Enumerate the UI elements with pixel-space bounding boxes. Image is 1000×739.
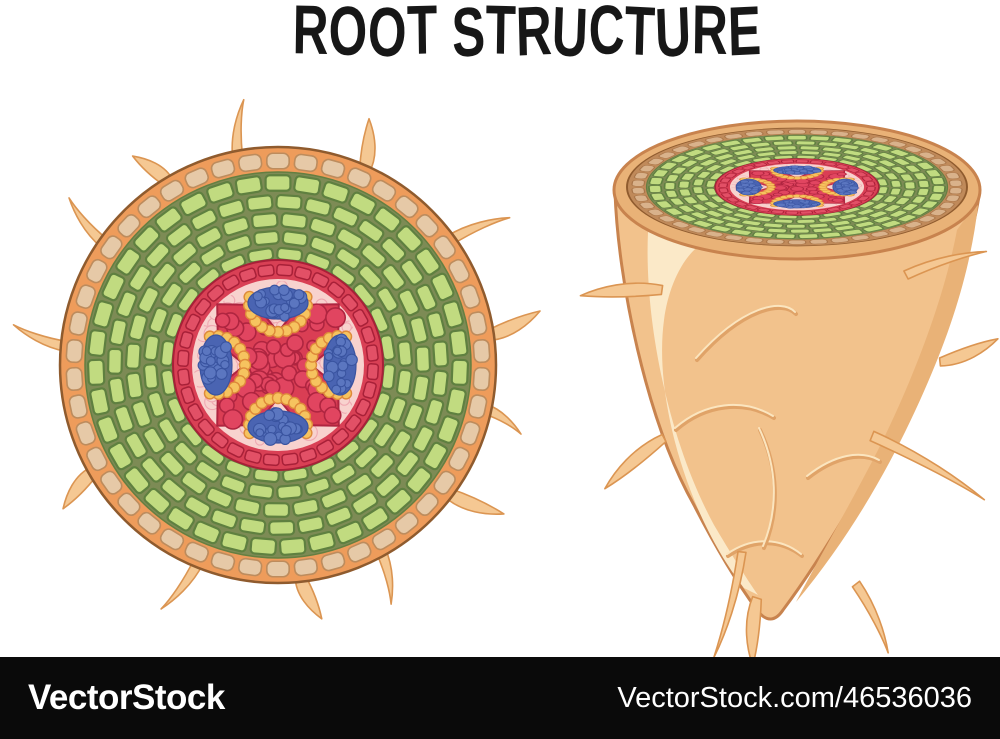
blue-cell-cluster [247,407,309,446]
blue-cell-cluster [773,165,822,175]
surface-ridge [674,405,776,432]
root-hair [12,323,69,353]
root-hair [68,197,109,249]
root-hair [486,310,541,342]
root-hair [851,580,889,654]
surface-ridge-highlight [674,404,774,429]
cross-section [58,145,498,585]
watermark-bar: VectorStock VectorStock.com/46536036 [0,657,1000,739]
page-title: ROOT STRUCTURE [292,0,763,73]
root-hair [579,282,664,298]
root-cross-section-figure [12,98,541,620]
blue-cell-cluster [322,333,358,396]
blue-cell-cluster [832,178,859,196]
root-hair [375,547,394,605]
root-hair [231,98,245,159]
cortex-cells [648,135,946,239]
root-hair [358,117,376,175]
cross-section [626,127,968,247]
pericycle-cells [176,263,380,467]
blue-cell-cluster [247,284,309,322]
surface-ridge-highlight [806,453,880,477]
surface-ridge [695,305,798,362]
cortex-cells [86,174,470,556]
blue-cell-cluster [197,334,233,396]
body-highlight [647,232,758,595]
root-hair [604,433,667,490]
root-hair [294,574,323,620]
root-hair [483,403,522,435]
blue-cell-cluster [773,199,821,209]
body-shade [796,205,978,602]
root-hairs [12,98,541,620]
epidermis-cells [65,152,491,578]
blue-cell-cluster [735,178,763,196]
vectorstock-logo-text: VectorStock [28,678,225,717]
surface-ridge-highlight [695,304,796,359]
root-hair [62,465,98,510]
root-hair [160,558,205,610]
pericycle-cells [718,159,876,215]
root-hair [869,430,986,501]
root-hair [443,487,505,515]
root-hair [938,338,999,367]
surface-ridge-highlight [758,427,775,547]
watermark-id-text: VectorStock.com/46536036 [617,681,972,714]
root-hair [445,216,511,246]
epidermis-cells [631,129,963,245]
surface-ridge [806,454,882,480]
root-hair [903,250,988,280]
root-3d-segment-figure [579,119,999,667]
